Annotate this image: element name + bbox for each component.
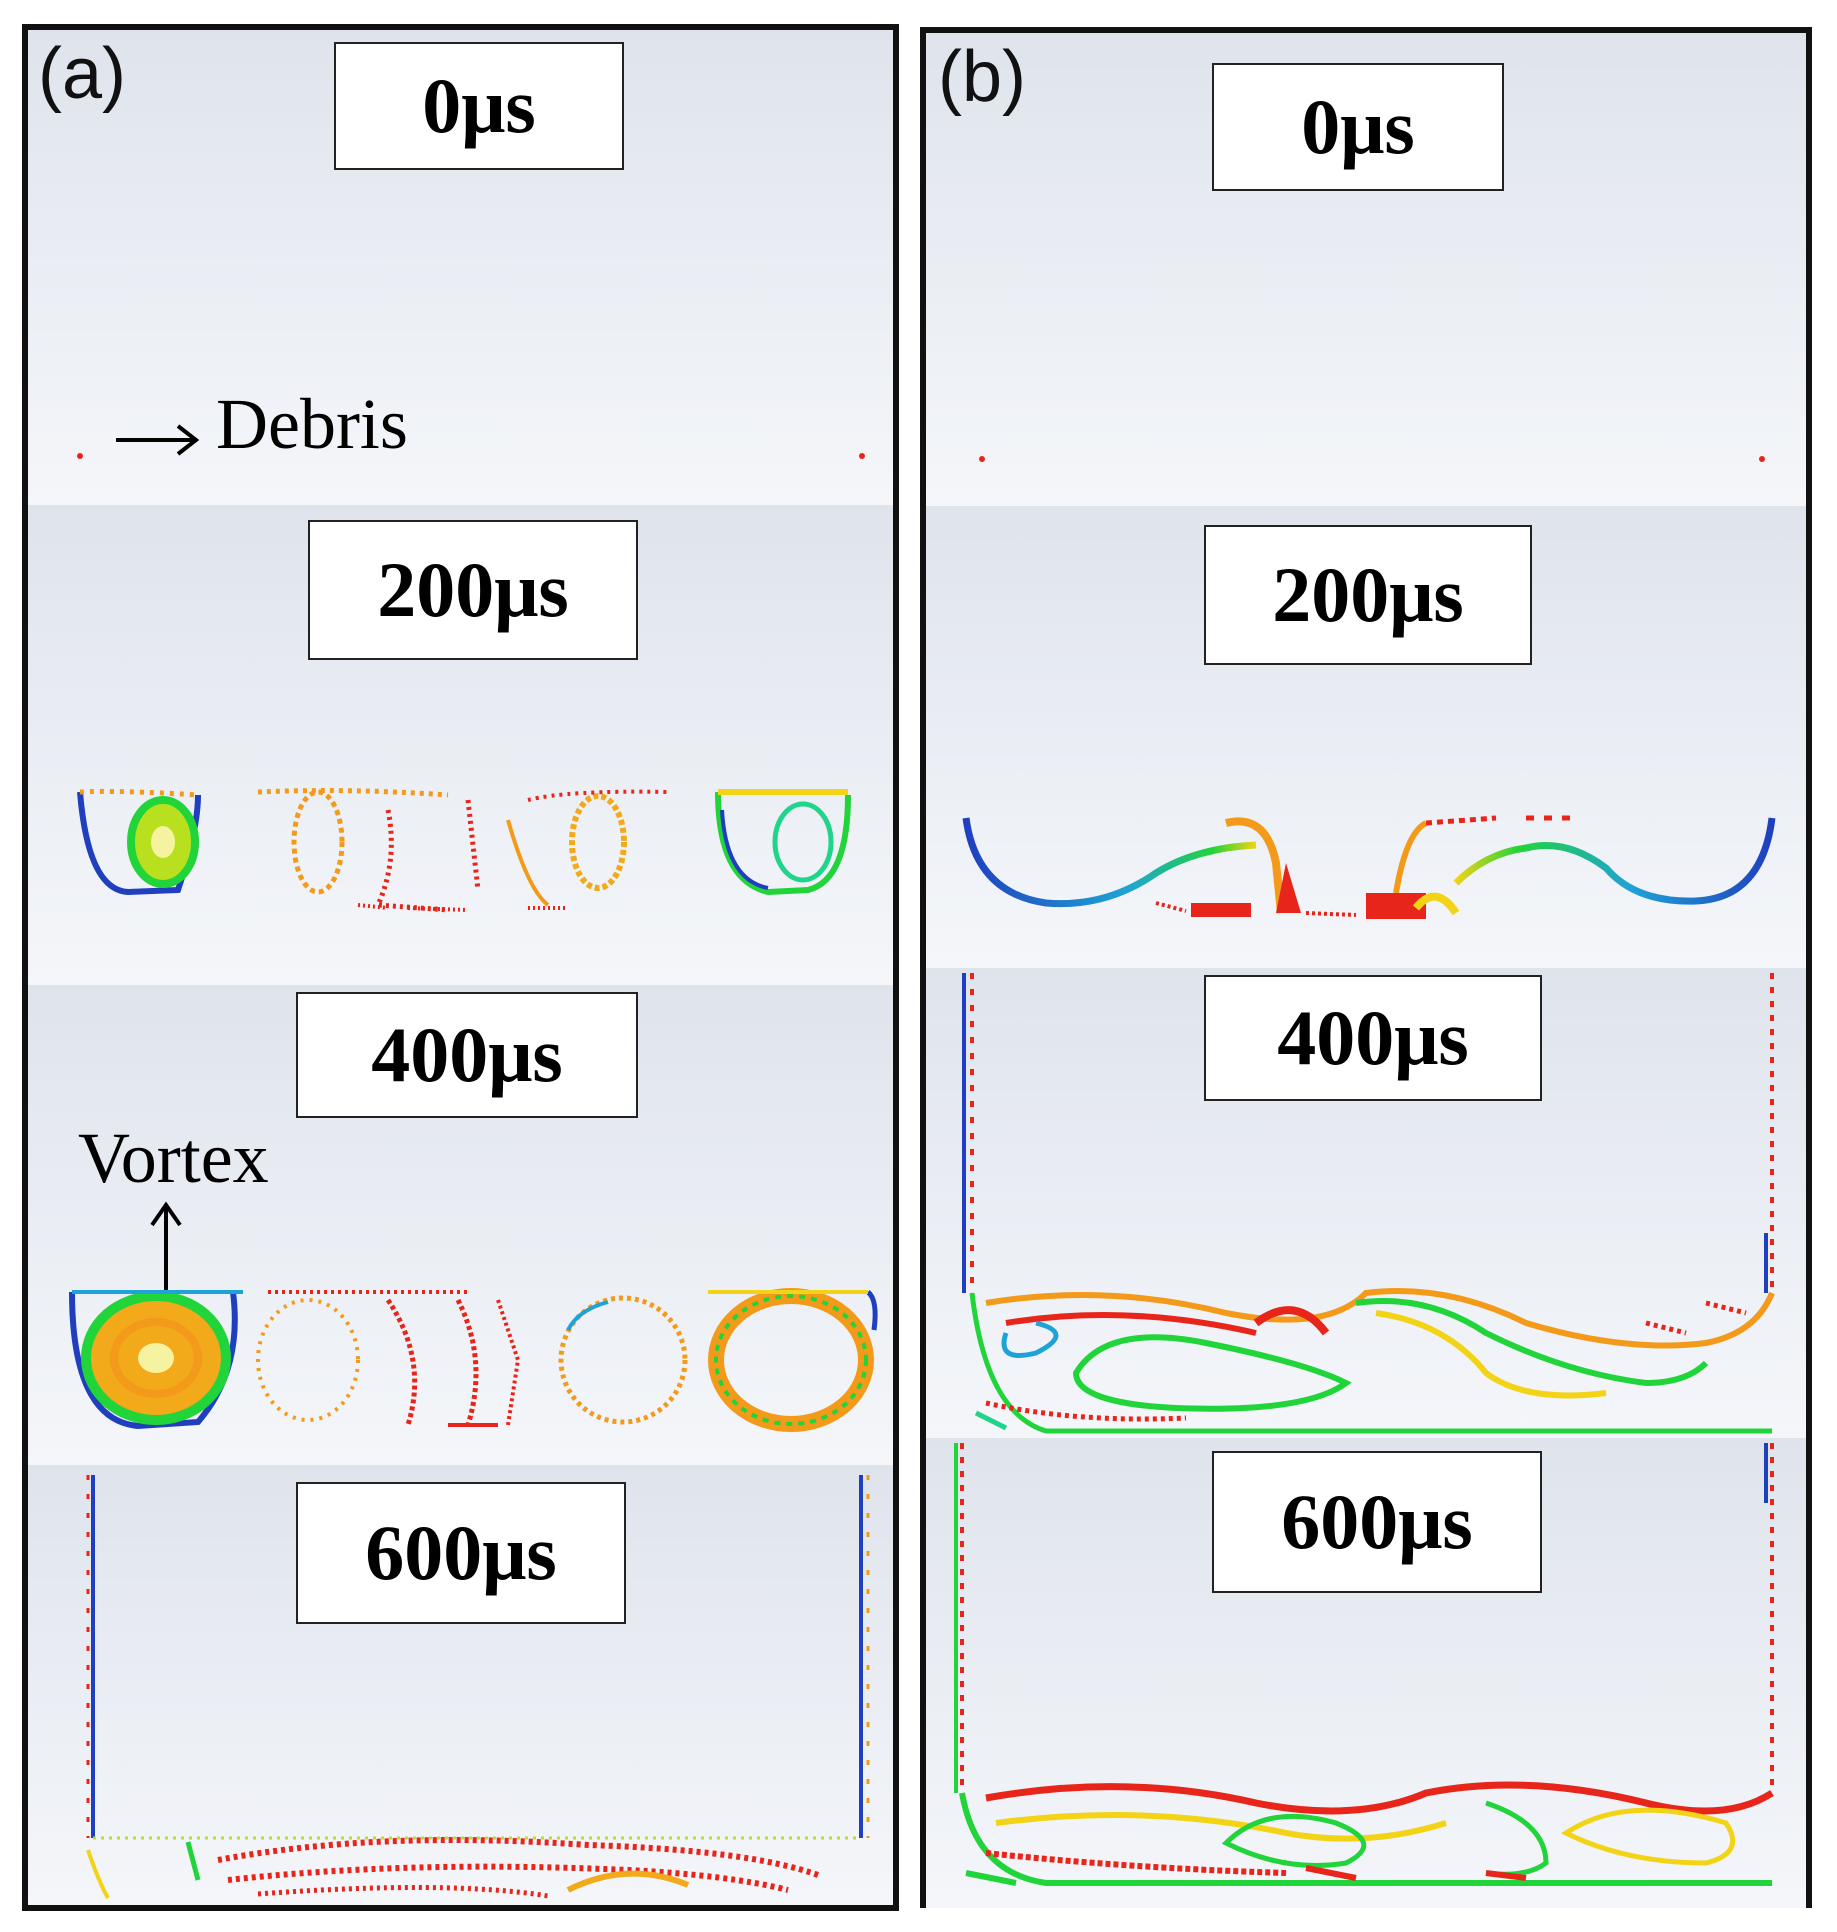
- flow-field-a: [69, 424, 878, 1899]
- debris-label: Debris: [216, 384, 408, 464]
- vortex-label: Vortex: [78, 1118, 269, 1198]
- flow-pattern-b-600: [954, 1443, 1774, 1886]
- debris-arrow: [116, 424, 200, 456]
- flow-pattern-b-400: [962, 973, 1775, 1434]
- time-label-a-0: 0μs: [334, 42, 624, 170]
- panel-label-b: (b): [938, 37, 1026, 117]
- panel-label-a: (a): [38, 34, 126, 114]
- panel-a: (a) 0μs 200μs 400μs 600μs Debris Vortex: [22, 24, 899, 1911]
- time-label-b-400: 400μs: [1204, 975, 1542, 1101]
- debris-particle: [1759, 456, 1765, 462]
- debris-particle: [979, 456, 985, 462]
- flow-pattern-b-200: [962, 815, 1776, 919]
- time-label-b-600: 600μs: [1212, 1451, 1542, 1593]
- vortex-arrow: [150, 1201, 182, 1292]
- time-label-b-0: 0μs: [1212, 63, 1504, 191]
- time-label-a-400: 400μs: [296, 992, 638, 1118]
- flow-pattern-a-600: [86, 1475, 870, 1899]
- flow-field-b: [954, 456, 1776, 1886]
- time-label-a-200: 200μs: [308, 520, 638, 660]
- time-label-a-600: 600μs: [296, 1482, 626, 1624]
- time-label-b-200: 200μs: [1204, 525, 1532, 665]
- panel-b: (b) 0μs 200μs 400μs 600μs: [920, 27, 1812, 1908]
- debris-particle: [859, 453, 865, 459]
- flow-pattern-a-200: [77, 788, 851, 913]
- debris-particle: [77, 453, 83, 459]
- flow-pattern-a-400: [69, 1201, 878, 1432]
